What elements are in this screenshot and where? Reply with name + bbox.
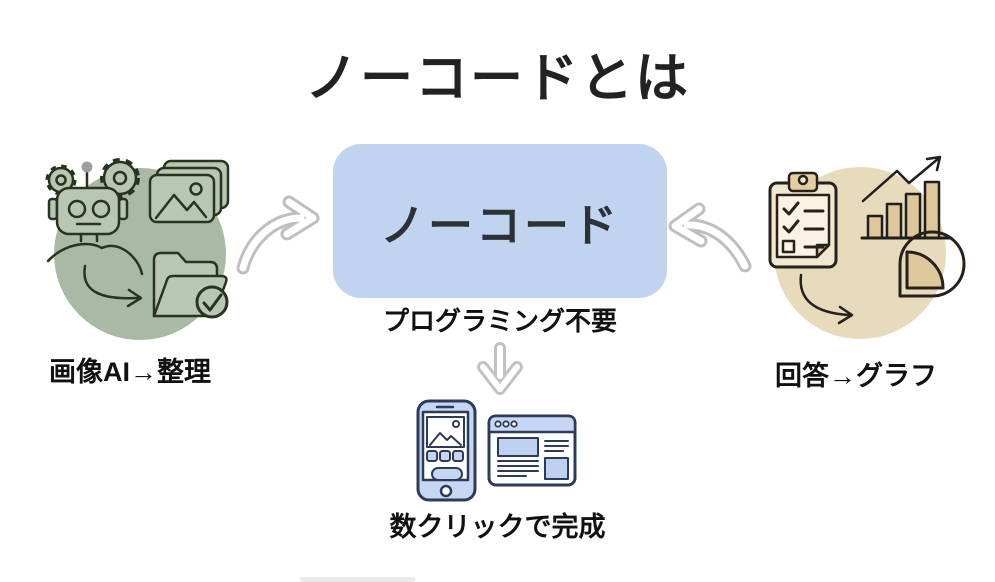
pie-chart-icon — [898, 230, 966, 298]
image-ai-illustration — [45, 158, 230, 319]
right-group-label: 回答→グラフ — [775, 361, 937, 391]
curved-arrow-icon — [83, 264, 143, 308]
bar-chart-trend-icon — [860, 155, 953, 240]
no-code-caption: プログラミング不要 — [382, 306, 617, 336]
right-to-center-arrow-icon — [668, 202, 752, 273]
smartphone-icon — [416, 399, 477, 502]
cropped-text-artifact — [300, 577, 415, 582]
no-code-box: ノーコード — [333, 144, 667, 298]
photo-stack-icon — [148, 159, 230, 224]
robot-icon — [46, 161, 144, 276]
devices-illustration — [416, 399, 577, 502]
survey-graph-illustration — [768, 155, 966, 325]
curved-arrow-icon — [799, 273, 854, 325]
folder-check-icon — [152, 251, 229, 319]
center-down-arrow-icon — [477, 342, 523, 395]
bottom-group-label: 数クリックで完成 — [389, 512, 606, 542]
browser-window-icon — [487, 414, 577, 487]
left-to-center-arrow-icon — [236, 195, 320, 275]
gear-icon — [45, 158, 140, 198]
page-title: ノーコードとは — [305, 49, 690, 108]
left-group-label: 画像AI→整理 — [49, 357, 211, 387]
clipboard-checklist-icon — [768, 171, 838, 269]
no-code-box-label: ノーコード — [379, 199, 620, 251]
